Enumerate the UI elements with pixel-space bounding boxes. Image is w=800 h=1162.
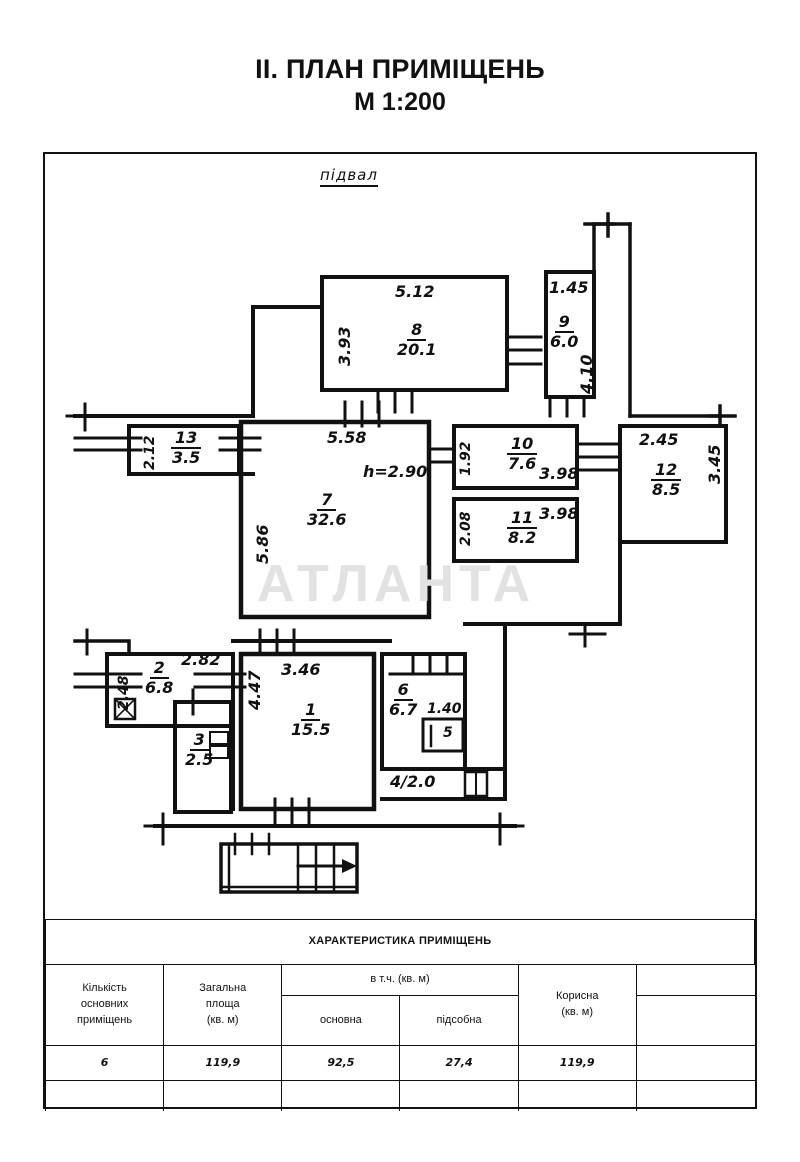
empty-row-cell-3 (281, 1080, 401, 1111)
ceiling-height-note: h=2.90 (363, 462, 428, 481)
floor-level-label: підвал (320, 166, 378, 187)
room-6-number: 6 (393, 682, 413, 701)
empty-row-cell-6 (635, 1080, 755, 1111)
empty-row-cell-2 (163, 1080, 283, 1111)
header-auxiliary-area: підсобна (399, 995, 519, 1046)
wall-lines (65, 212, 737, 894)
room-10-width: 3.98 (539, 464, 579, 483)
room-5-width: 1.40 (427, 701, 462, 717)
header-count: Кількість основних приміщень (44, 964, 165, 1046)
room-13-height: 2.12 (142, 435, 158, 470)
room-1-width: 3.46 (281, 660, 321, 679)
header-total-area: Загальна площа (кв. м) (163, 964, 283, 1046)
header-main-area: основна (281, 995, 401, 1046)
room-11-width: 3.98 (539, 504, 579, 523)
header-useful-area: Корисна (кв. м) (517, 964, 637, 1046)
header-useful-line2: (кв. м) (561, 1006, 594, 1018)
room-8-height: 3.93 (335, 326, 354, 366)
room-3-area: 2.5 (185, 750, 214, 769)
room-7-label: 7 32.6 (307, 492, 346, 528)
watermark: АТЛАНТА (257, 555, 536, 613)
drawing-sheet: підвал (43, 152, 757, 1111)
header-total-line3: (кв. м) (206, 1013, 239, 1026)
value-useful-area: 119,9 (517, 1045, 637, 1081)
value-main-area: 92,5 (281, 1045, 401, 1081)
value-total-area: 119,9 (163, 1045, 283, 1081)
room-2-area: 6.8 (145, 678, 174, 697)
room-8-area: 20.1 (397, 340, 437, 359)
header-count-line1: Кількість (82, 982, 127, 995)
floor-plan-area: підвал (45, 154, 755, 919)
room-6-label: 6 6.7 (389, 682, 417, 718)
room-10-label: 10 7.6 (507, 436, 538, 473)
room-7-area: 32.6 (307, 510, 347, 529)
room-8-number: 8 (407, 322, 427, 341)
room-4-area: 2.0 (406, 772, 436, 791)
room-4-number: 4 (390, 772, 402, 791)
room-13-area: 3.5 (171, 448, 201, 467)
room-1-height: 4.47 (245, 670, 264, 710)
header-group-including: в т.ч. (кв. м) (281, 964, 519, 996)
room-9-number: 9 (554, 314, 574, 333)
room-2-height: 2.48 (116, 675, 132, 710)
room-9-height: 4.10 (577, 354, 596, 394)
page-title: II. ПЛАН ПРИМІЩЕНЬ (255, 54, 545, 84)
room-5-number: 5 (443, 725, 453, 741)
room-12-area: 8.5 (651, 480, 681, 499)
room-3-label: 3 2.5 (185, 732, 213, 768)
header-total-line2: площа (205, 998, 240, 1011)
value-spare (635, 1045, 755, 1081)
scale-label: М 1:200 (354, 88, 446, 116)
room-8-width: 5.12 (395, 282, 435, 301)
header-spare-bottom (635, 995, 755, 1046)
room-11-label: 11 8.2 (507, 510, 538, 547)
room-7-number: 7 (317, 492, 337, 511)
room-3-number: 3 (189, 732, 209, 751)
room-10-height: 1.92 (458, 441, 474, 476)
empty-row-cell-1 (44, 1080, 165, 1111)
value-count: 6 (44, 1045, 165, 1081)
room-10-number: 10 (507, 436, 538, 455)
room-12-number: 12 (651, 462, 682, 481)
room-10-area: 7.6 (507, 454, 537, 473)
header-count-line3: приміщень (77, 1013, 133, 1026)
room-6-area: 6.7 (389, 700, 418, 719)
empty-row-cell-4 (399, 1080, 519, 1111)
room-9-width: 1.45 (549, 278, 589, 297)
room-12-height: 3.45 (705, 444, 724, 484)
room-2-width: 2.82 (181, 650, 221, 669)
header-count-line2: основних (80, 998, 129, 1011)
room-12-width: 2.45 (639, 430, 679, 449)
room-8-label: 8 20.1 (397, 322, 436, 358)
room-1-number: 1 (301, 702, 321, 721)
room-4-label: 4/2.0 (390, 772, 436, 791)
room-2-number: 2 (149, 660, 169, 679)
room-7-height: 5.86 (253, 524, 272, 564)
header-useful-line1: Корисна (555, 990, 599, 1003)
empty-row-cell-5 (517, 1080, 637, 1111)
room-13-number: 13 (171, 430, 202, 449)
header-total-line1: Загальна (199, 982, 247, 995)
room-2-label: 2 6.8 (145, 660, 173, 696)
header-spare-top (635, 964, 755, 996)
room-11-height: 2.08 (458, 511, 474, 546)
room-1-area: 15.5 (291, 720, 331, 739)
room-13-label: 13 3.5 (171, 430, 202, 467)
room-9-label: 9 6.0 (550, 314, 578, 350)
table-title: ХАРАКТЕРИСТИКА ПРИМІЩЕНЬ (45, 919, 755, 965)
room-12-label: 12 8.5 (651, 462, 682, 499)
characteristics-table: ХАРАКТЕРИСТИКА ПРИМІЩЕНЬ Кількість основ… (44, 919, 755, 1111)
value-auxiliary-area: 27,4 (399, 1045, 519, 1081)
room-9-area: 6.0 (550, 332, 579, 351)
room-11-area: 8.2 (507, 528, 537, 547)
room-7-width: 5.58 (327, 428, 367, 447)
room-11-number: 11 (507, 510, 538, 529)
room-1-label: 1 15.5 (291, 702, 330, 738)
